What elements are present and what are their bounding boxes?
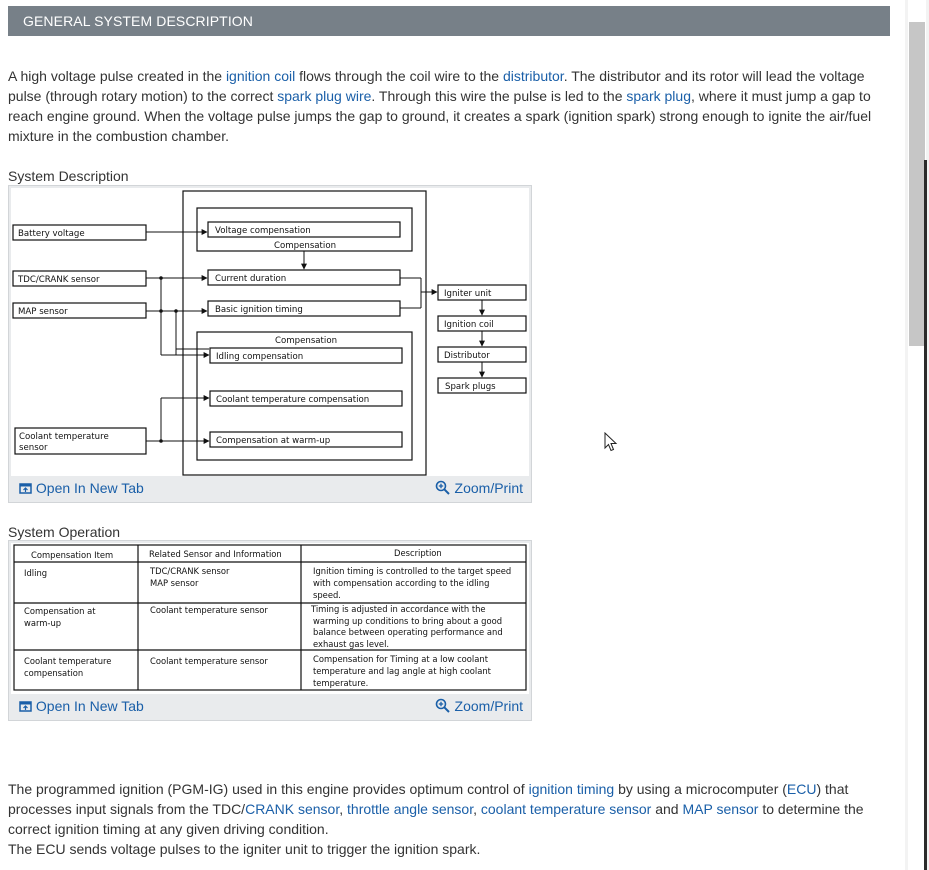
table-cell: Coolant temperature sensor [150, 656, 268, 666]
battery-voltage-label: Battery voltage [18, 229, 85, 239]
map-sensor-label: MAP sensor [18, 307, 68, 317]
scrollbar-thumb[interactable] [909, 22, 925, 346]
outro-text: , [339, 801, 348, 817]
link-crank-sensor[interactable]: CRANK sensor [245, 801, 340, 817]
zoom-print-label: Zoom/Print [454, 698, 523, 714]
spark-plugs-label: Spark plugs [445, 382, 496, 392]
voltage-compensation-label: Voltage compensation [215, 226, 311, 236]
coolant-sensor-label-1: Coolant temperature [19, 432, 109, 442]
mouse-cursor-icon [604, 431, 618, 457]
link-coolant-temperature-sensor[interactable]: coolant temperature sensor [480, 801, 652, 817]
figure1-toolbar: Open In New Tab Zoom/Print [9, 476, 531, 502]
intro-text: A high voltage pulse created in the [8, 68, 226, 84]
outro-text: to determine the correct ignition timing… [8, 801, 864, 837]
figure2-toolbar: Open In New Tab Zoom/Print [9, 694, 531, 720]
system-description-diagram: Battery voltage TDC/CRANK sensor MAP sen… [12, 190, 527, 476]
new-tab-icon [19, 483, 32, 494]
intro-paragraph: A high voltage pulse created in the igni… [8, 66, 893, 146]
table-cell: Ignition timing is controlled to the tar… [313, 566, 511, 576]
coolant-temperature-compensation-label: Coolant temperature compensation [216, 395, 369, 405]
outro-text: The programmed ignition (PGM-IG) used in… [8, 781, 529, 797]
coolant-sensor-label-2: sensor [19, 443, 48, 453]
table-cell: speed. [313, 590, 341, 600]
section-header: GENERAL SYSTEM DESCRIPTION [8, 6, 890, 36]
link-ignition-timing[interactable]: ignition timing [528, 781, 615, 797]
vertical-scrollbar[interactable] [905, 0, 929, 870]
intro-text: . The distributor and its rotor will lea… [8, 68, 865, 104]
table-cell: Coolant temperature sensor [150, 605, 268, 615]
intro-text: . Through this wire the pulse is led to … [371, 88, 627, 104]
new-tab-icon [19, 701, 32, 712]
outro-text: and [651, 801, 683, 817]
outro-text: by using a microcomputer ( [614, 781, 787, 797]
basic-ignition-timing-label: Basic ignition timing [215, 305, 303, 315]
open-in-new-tab-label: Open In New Tab [35, 698, 144, 714]
table-cell: temperature and lag angle at high coolan… [313, 666, 492, 676]
ignition-coil-label: Ignition coil [444, 320, 494, 330]
table-header-item: Compensation Item [31, 550, 113, 560]
figure1-caption: System Description [8, 168, 129, 184]
window-edge [924, 160, 927, 870]
link-throttle-angle-sensor[interactable]: throttle angle sensor [347, 801, 474, 817]
compensation-group-2 [196, 331, 413, 461]
section-title: GENERAL SYSTEM DESCRIPTION [23, 13, 254, 29]
igniter-unit-label: Igniter unit [444, 289, 492, 299]
distributor-label: Distributor [444, 351, 490, 361]
table-header-sensor: Related Sensor and Information [149, 549, 282, 559]
table-cell: Timing is adjusted in accordance with th… [310, 604, 486, 614]
tdc-crank-sensor-label: TDC/CRANK sensor [17, 275, 100, 285]
system-operation-table: Compensation Item Related Sensor and Inf… [13, 544, 527, 691]
table-cell: TDC/CRANK sensor [149, 566, 230, 576]
table-cell: Idling [24, 568, 47, 578]
link-distributor[interactable]: distributor [502, 68, 564, 84]
open-in-new-tab-label: Open In New Tab [35, 480, 144, 496]
idling-compensation-label: Idling compensation [216, 352, 303, 362]
compensation-label-1: Compensation [274, 241, 336, 251]
zoom-icon [435, 480, 450, 495]
link-map-sensor[interactable]: MAP sensor [682, 801, 759, 817]
intro-text: flows through the coil wire to the [295, 68, 503, 84]
figure-system-description: Battery voltage TDC/CRANK sensor MAP sen… [8, 185, 532, 503]
outro-text: , [473, 801, 481, 817]
current-duration-label: Current duration [215, 274, 286, 284]
ecu-outer-box [182, 190, 427, 476]
intro-text: , where it must jump a gap to reach engi… [8, 88, 872, 144]
link-spark-plug-wire[interactable]: spark plug wire [277, 88, 372, 104]
table-cell: Compensation at [24, 606, 96, 616]
outro-text: The ECU sends voltage pulses to the igni… [8, 841, 481, 857]
figure2-caption: System Operation [8, 524, 121, 540]
page-content: GENERAL SYSTEM DESCRIPTION A high voltag… [8, 6, 893, 859]
outro-text: ) that processes input signals from the … [8, 781, 849, 817]
link-ecu[interactable]: ECU [786, 781, 817, 797]
table-cell: temperature. [313, 678, 368, 688]
zoom-icon [435, 698, 450, 713]
compensation-label-2: Compensation [275, 336, 337, 346]
open-in-new-tab-button[interactable]: Open In New Tab [19, 480, 144, 496]
table-header-description: Description [394, 548, 442, 558]
table-cell: Compensation for Timing at a low coolant [313, 654, 489, 664]
table-cell: with compensation according to the idlin… [313, 578, 489, 588]
table-cell: Coolant temperature [24, 656, 111, 666]
figure1-image[interactable]: Battery voltage TDC/CRANK sensor MAP sen… [11, 188, 529, 476]
figure2-image[interactable]: Compensation Item Related Sensor and Inf… [11, 543, 529, 694]
link-ignition-coil[interactable]: ignition coil [225, 68, 296, 84]
table-cell: MAP sensor [150, 578, 199, 588]
table-cell: warm-up [24, 618, 61, 628]
zoom-print-button[interactable]: Zoom/Print [435, 698, 523, 714]
table-cell: compensation [24, 668, 83, 678]
table-cell: balance between operating performance an… [313, 627, 503, 637]
link-spark-plug[interactable]: spark plug [626, 88, 691, 104]
warmup-compensation-label: Compensation at warm-up [216, 436, 330, 446]
table-cell: exhaust gas level. [313, 639, 389, 649]
zoom-print-label: Zoom/Print [454, 480, 523, 496]
figure-system-operation: Compensation Item Related Sensor and Inf… [8, 540, 532, 721]
outro-paragraph: The programmed ignition (PGM-IG) used in… [8, 779, 893, 859]
zoom-print-button[interactable]: Zoom/Print [435, 480, 523, 496]
open-in-new-tab-button[interactable]: Open In New Tab [19, 698, 144, 714]
table-cell: warming up conditions to bring about a g… [313, 616, 502, 626]
